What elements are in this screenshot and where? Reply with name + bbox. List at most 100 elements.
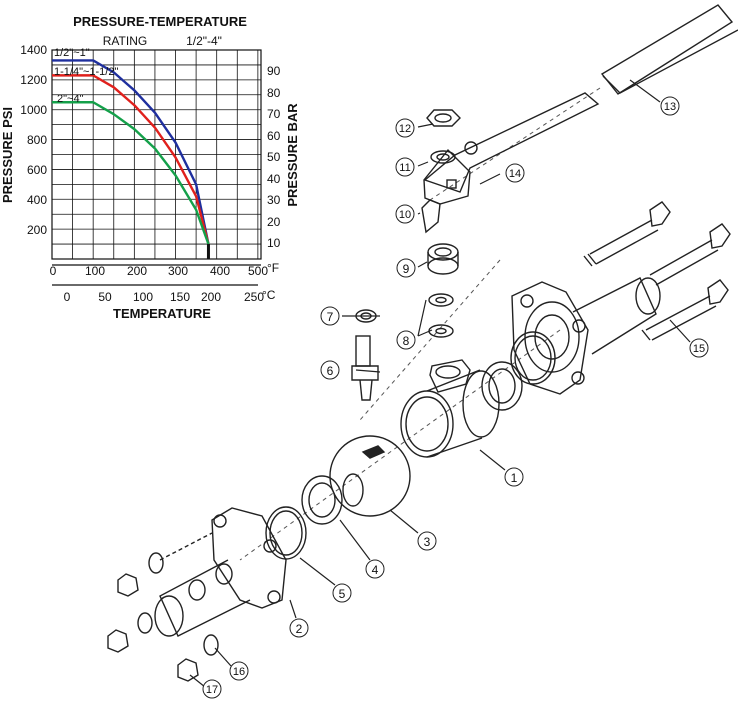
travel-stop bbox=[421, 199, 441, 234]
body-bolts bbox=[583, 201, 731, 341]
c-tick-0: 0 bbox=[64, 290, 71, 304]
valve-body bbox=[400, 359, 500, 458]
svg-text:13: 13 bbox=[664, 101, 676, 113]
svg-text:3: 3 bbox=[424, 535, 431, 549]
bar-tick-80: 80 bbox=[267, 86, 281, 100]
handle-grip bbox=[600, 4, 734, 95]
callout-14: 14 bbox=[505, 163, 525, 183]
f-tick-400: 400 bbox=[210, 264, 230, 278]
c-tick-150: 150 bbox=[170, 290, 190, 304]
callout-5: 5 bbox=[332, 583, 352, 603]
callout-3: 3 bbox=[417, 531, 437, 551]
callout-6: 6 bbox=[320, 360, 340, 380]
svg-text:14: 14 bbox=[509, 168, 521, 180]
callout-11: 11 bbox=[395, 157, 415, 177]
bar-axis-labels: 90 80 70 60 50 40 30 20 10 bbox=[267, 64, 281, 250]
f-tick-300: 300 bbox=[168, 264, 188, 278]
x-axis-label: TEMPERATURE bbox=[113, 306, 211, 321]
f-tick-0: 0 bbox=[50, 264, 57, 278]
seat-right bbox=[481, 361, 523, 411]
callout-16: 16 bbox=[229, 661, 249, 681]
callout-17: 17 bbox=[202, 679, 222, 699]
psi-axis-labels: 1400 1200 1000 800 600 400 200 bbox=[20, 43, 47, 237]
series-label-3: 2"~4" bbox=[57, 93, 84, 105]
svg-text:15: 15 bbox=[693, 343, 705, 355]
c-tick-50: 50 bbox=[98, 290, 112, 304]
series-line-3 bbox=[52, 101, 210, 245]
svg-text:16: 16 bbox=[233, 666, 245, 678]
callout-12: 12 bbox=[395, 118, 415, 138]
handle-grip-edge bbox=[602, 29, 738, 94]
pressure-temperature-chart: PRESSURE-TEMPERATURE RATING 1/2"-4" 1400… bbox=[0, 14, 300, 321]
bar-tick-20: 20 bbox=[267, 215, 281, 229]
y-right-axis-label: PRESSURE BAR bbox=[285, 103, 300, 207]
f-unit: °F bbox=[267, 261, 279, 275]
svg-text:17: 17 bbox=[206, 684, 218, 696]
svg-text:2: 2 bbox=[296, 622, 303, 636]
c-tick-250: 250 bbox=[244, 290, 264, 304]
svg-text:10: 10 bbox=[399, 209, 411, 221]
end-cap-right bbox=[511, 277, 661, 395]
callout-9: 9 bbox=[396, 258, 416, 278]
bar-tick-40: 40 bbox=[267, 172, 281, 186]
bar-tick-10: 10 bbox=[267, 236, 281, 250]
c-tick-200: 200 bbox=[201, 290, 221, 304]
callout-8: 8 bbox=[396, 330, 416, 350]
handle-square-hole bbox=[446, 179, 457, 189]
psi-tick-200: 200 bbox=[27, 223, 47, 237]
bar-tick-30: 30 bbox=[267, 193, 281, 207]
series-label-1: 1/2"~1" bbox=[54, 47, 90, 59]
bar-tick-70: 70 bbox=[267, 107, 281, 121]
svg-text:1: 1 bbox=[511, 471, 518, 485]
callout-numbers: 1 2 3 4 5 6 7 8 9 10 11 12 13 14 15 16 1… bbox=[202, 96, 709, 699]
callout-10: 10 bbox=[395, 204, 415, 224]
handle-hole bbox=[464, 141, 478, 155]
chart-title: PRESSURE-TEMPERATURE bbox=[73, 14, 247, 29]
chart-series bbox=[52, 59, 210, 259]
series-line-1 bbox=[52, 59, 210, 245]
svg-text:7: 7 bbox=[327, 310, 334, 324]
f-tick-100: 100 bbox=[85, 264, 105, 278]
gland-nut bbox=[427, 243, 459, 275]
callout-4: 4 bbox=[365, 559, 385, 579]
callout-2: 2 bbox=[289, 618, 309, 638]
series-line-2 bbox=[52, 74, 210, 245]
svg-text:12: 12 bbox=[399, 123, 411, 135]
callout-13: 13 bbox=[660, 96, 680, 116]
chart-title-rating: RATING bbox=[103, 34, 147, 48]
psi-tick-800: 800 bbox=[27, 133, 47, 147]
bar-tick-50: 50 bbox=[267, 150, 281, 164]
chart-grid bbox=[51, 49, 261, 260]
svg-text:6: 6 bbox=[327, 364, 334, 378]
callout-15: 15 bbox=[689, 338, 709, 358]
stem-packing-upper bbox=[428, 293, 454, 307]
svg-text:11: 11 bbox=[399, 162, 410, 174]
y-left-axis-label: PRESSURE PSI bbox=[0, 107, 15, 203]
c-tick-100: 100 bbox=[133, 290, 153, 304]
callout-7: 7 bbox=[320, 306, 340, 326]
handle-head bbox=[423, 148, 471, 205]
assembly-axis-dashed bbox=[239, 87, 601, 561]
fahrenheit-axis: 0 100 200 300 400 500 °F bbox=[50, 261, 279, 278]
part-callouts bbox=[189, 79, 691, 688]
bar-tick-60: 60 bbox=[267, 129, 281, 143]
stem bbox=[351, 335, 379, 401]
handle bbox=[423, 4, 738, 205]
seat-left bbox=[301, 475, 343, 525]
lock-washer bbox=[430, 150, 456, 164]
f-tick-200: 200 bbox=[127, 264, 147, 278]
c-unit: °C bbox=[262, 288, 276, 302]
psi-tick-600: 600 bbox=[27, 163, 47, 177]
end-cap-left bbox=[154, 507, 287, 637]
stem-nut bbox=[426, 109, 461, 127]
exploded-valve-drawing bbox=[107, 4, 738, 682]
series-label-2: 1-1/4"~1-1/2" bbox=[54, 66, 118, 78]
svg-text:9: 9 bbox=[403, 262, 410, 276]
psi-tick-1000: 1000 bbox=[20, 103, 47, 117]
celsius-axis: 0 50 100 150 200 250 °C bbox=[64, 288, 276, 304]
psi-tick-1200: 1200 bbox=[20, 73, 47, 87]
ball bbox=[329, 435, 411, 517]
chart-title-range: 1/2"-4" bbox=[186, 34, 222, 48]
callout-1: 1 bbox=[504, 467, 524, 487]
